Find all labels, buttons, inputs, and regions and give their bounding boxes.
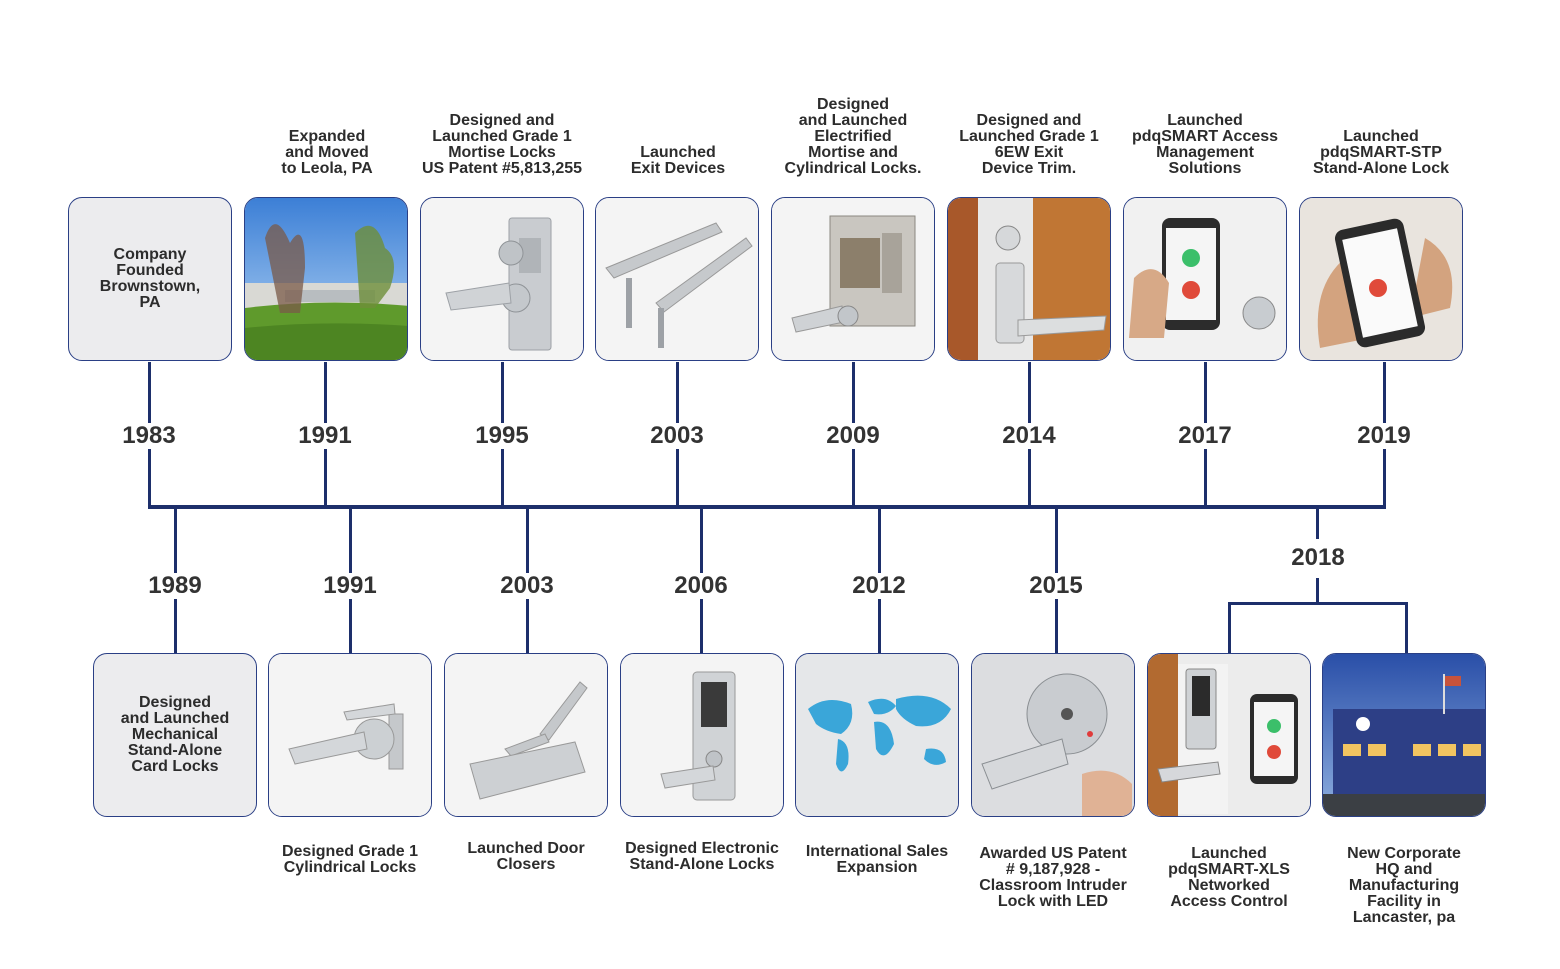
label-bottom-2006: Designed Electronic Stand-Alone Locks	[625, 840, 779, 873]
year-bottom-2018: 2018	[1268, 545, 1368, 571]
label-bottom-2003: Launched Door Closers	[467, 840, 585, 873]
label-top-2019: Launched pdqSMART-STP Stand-Alone Lock	[1312, 128, 1449, 177]
cylindrical-lock-photo-icon	[269, 654, 431, 816]
xls-lock-photo-icon	[1148, 654, 1310, 816]
world-map-photo-icon	[796, 654, 958, 816]
keypad-lock-photo-icon	[621, 654, 783, 816]
milestone-card-2003-closer	[444, 653, 608, 817]
milestone-card-2014-trim	[947, 197, 1111, 361]
label-bottom-2018-hq: New Corporate HQ and Manufacturing Facil…	[1347, 845, 1461, 926]
label-bottom-2012: International Sales Expansion	[805, 843, 949, 876]
milestone-card-1991-campus	[244, 197, 408, 361]
milestone-card-1991-cylindrical	[268, 653, 432, 817]
intruder-lock-photo-icon	[972, 654, 1134, 816]
mortise-lock-photo-icon	[421, 198, 583, 360]
connector-bottom-2018-stem-top	[1316, 507, 1319, 539]
year-top-2017: 2017	[1155, 423, 1255, 449]
milestone-card-2017-access	[1123, 197, 1287, 361]
milestone-card-2003-exit	[595, 197, 759, 361]
year-bottom-2012: 2012	[829, 573, 929, 599]
exit-device-photo-icon	[596, 198, 758, 360]
exit-trim-photo-icon	[948, 198, 1110, 360]
phone-hand-photo-icon	[1300, 198, 1462, 360]
label-bottom-1991: Designed Grade 1 Cylindrical Locks	[281, 843, 419, 876]
connector-bottom-2018-left	[1228, 602, 1231, 653]
connector-bottom-2018-branch	[1228, 602, 1408, 605]
milestone-text-1983: Company Founded Brownstown, PA	[99, 246, 201, 311]
milestone-card-2019-stp	[1299, 197, 1463, 361]
milestone-card-2012-international	[795, 653, 959, 817]
milestone-card-1983: Company Founded Brownstown, PA	[68, 197, 232, 361]
year-bottom-2003: 2003	[477, 573, 577, 599]
milestone-card-2018-hq	[1322, 653, 1486, 817]
year-top-1983: 1983	[99, 423, 199, 449]
label-top-1995: Designed and Launched Grade 1 Mortise Lo…	[421, 112, 583, 177]
electrified-lock-photo-icon	[772, 198, 934, 360]
year-top-1991: 1991	[275, 423, 375, 449]
label-top-2014: Designed and Launched Grade 1 6EW Exit D…	[959, 112, 1099, 177]
year-bottom-1989: 1989	[125, 573, 225, 599]
hq-building-photo-icon	[1323, 654, 1485, 816]
year-bottom-1991: 1991	[300, 573, 400, 599]
door-closer-photo-icon	[445, 654, 607, 816]
milestone-card-2006-keypad	[620, 653, 784, 817]
year-top-1995: 1995	[452, 423, 552, 449]
year-top-2009: 2009	[803, 423, 903, 449]
label-top-1991: Expanded and Moved to Leola, PA	[281, 128, 373, 177]
timeline-main-line	[148, 505, 1386, 509]
year-top-2014: 2014	[979, 423, 1079, 449]
label-top-2003: Launched Exit Devices	[630, 144, 726, 177]
phone-access-photo-icon	[1124, 198, 1286, 360]
year-bottom-2006: 2006	[651, 573, 751, 599]
milestone-card-2015-intruder	[971, 653, 1135, 817]
milestone-card-1995-mortise	[420, 197, 584, 361]
year-top-2003: 2003	[627, 423, 727, 449]
connector-bottom-2018-right	[1405, 602, 1408, 653]
label-bottom-2018-xls: Launched pdqSMART-XLS Networked Access C…	[1168, 845, 1290, 910]
connector-bottom-2018-stem	[1316, 578, 1319, 604]
milestone-text-1989: Designed and Launched Mechanical Stand-A…	[120, 694, 230, 775]
campus-photo-icon	[245, 198, 407, 360]
milestone-card-1989: Designed and Launched Mechanical Stand-A…	[93, 653, 257, 817]
year-top-2019: 2019	[1334, 423, 1434, 449]
year-bottom-2015: 2015	[1006, 573, 1106, 599]
label-top-2009: Designed and Launched Electrified Mortis…	[784, 96, 922, 177]
milestone-card-2018-xls	[1147, 653, 1311, 817]
label-top-2017: Launched pdqSMART Access Management Solu…	[1131, 112, 1279, 177]
milestone-card-2009-electrified	[771, 197, 935, 361]
label-bottom-2015: Awarded US Patent # 9,187,928 - Classroo…	[979, 845, 1127, 910]
